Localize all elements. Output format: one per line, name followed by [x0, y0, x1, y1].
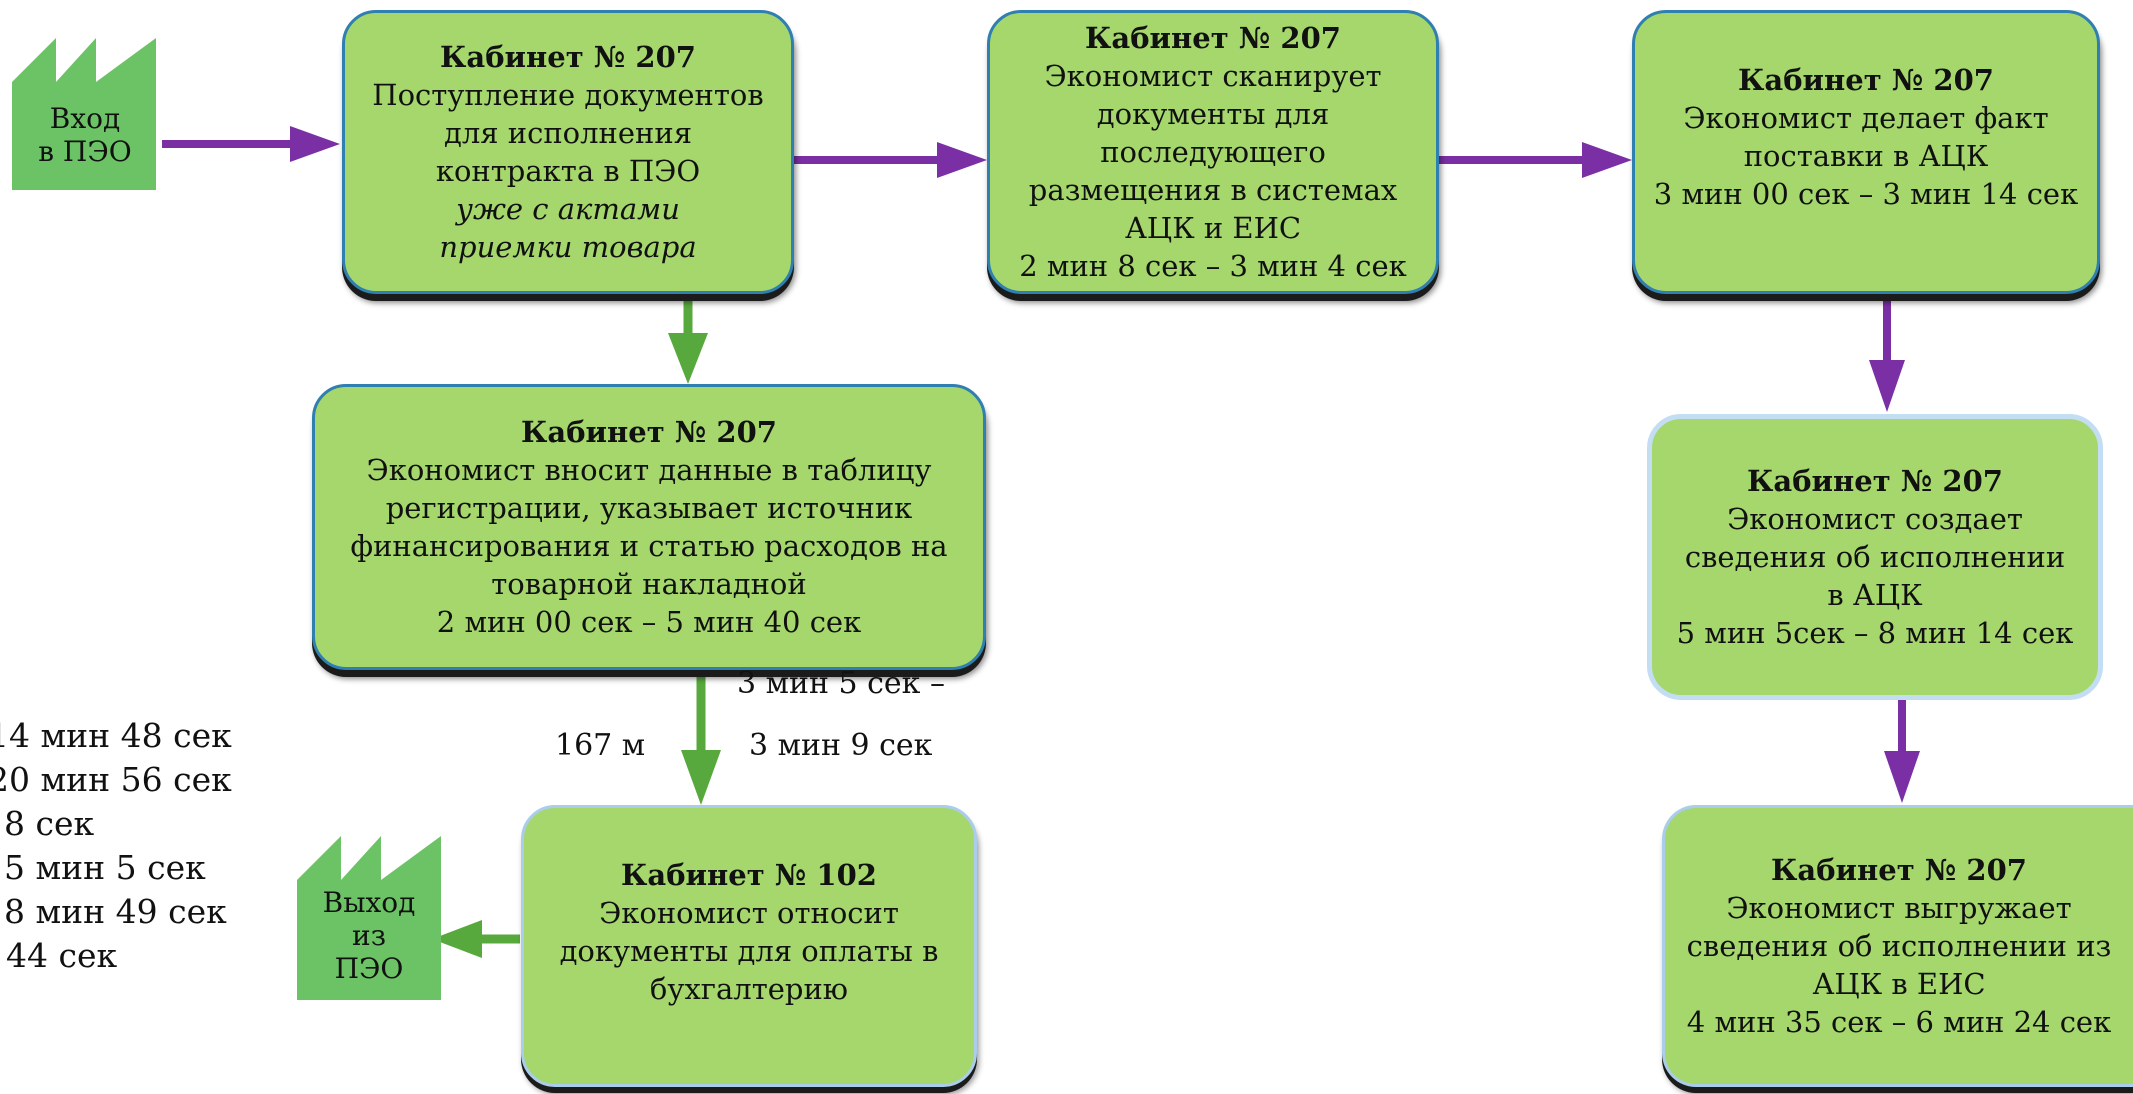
entry-label-line2: в ПЭО [38, 135, 132, 168]
receipt-line5: приемки товара [439, 230, 697, 264]
exit-label-line2: из [352, 919, 386, 952]
scan-box: Кабинет № 207 Экономист сканирует докуме… [987, 10, 1439, 294]
payment-line2: документы для оплаты в [559, 934, 939, 968]
create-info-title: Кабинет № 207 [1747, 464, 2003, 498]
left-times-list: 14 мин 48 сек 20 мин 56 сек 8 сек 5 мин … [0, 714, 244, 978]
entry-label-line1: Вход [49, 102, 121, 135]
receipt-line3: контракта в ПЭО [435, 154, 701, 188]
payment-line3: бухгалтерию [649, 972, 849, 1006]
exit-label: Выход из ПЭО [297, 886, 441, 985]
arrow-register-to-payment [681, 672, 721, 805]
register-box: Кабинет № 207 Экономист вносит данные в … [312, 384, 986, 670]
delivery-title: Кабинет № 207 [1738, 63, 1994, 97]
left-time-item: 8 мин 49 сек [4, 892, 227, 931]
left-time-item: 14 мин 48 сек [0, 716, 232, 755]
payment-box: Кабинет № 102 Экономист относит документ… [521, 805, 977, 1087]
left-time-item: 8 сек [4, 804, 95, 843]
left-time-item: 20 мин 56 сек [0, 760, 232, 799]
transfer-time-line2: 3 мин 9 сек [749, 728, 933, 763]
arrow-receipt-to-scan [793, 142, 987, 178]
scan-title: Кабинет № 207 [1085, 21, 1341, 55]
register-line3: финансирования и статью расходов на [350, 529, 948, 563]
scan-line3: последующего [1100, 135, 1326, 169]
scan-line1: Экономист сканирует [1044, 59, 1382, 93]
transfer-time-line1: 3 мин 5 сек – [737, 666, 945, 701]
exit-label-line3: ПЭО [334, 952, 404, 985]
export-line2: сведения об исполнении из [1686, 929, 2112, 963]
register-line2: регистрации, указывает источник [385, 491, 913, 525]
scan-line4: размещения в системах [1028, 173, 1398, 207]
delivery-line2: поставки в АЦК [1743, 139, 1989, 173]
receipt-line4: уже с актами [456, 192, 680, 226]
delivery-box: Кабинет № 207 Экономист делает факт пост… [1632, 10, 2100, 294]
register-line4: товарной накладной [491, 567, 807, 601]
arrow-receipt-to-register [668, 296, 708, 384]
arrow-payment-to-exit [432, 920, 520, 958]
export-line1: Экономист выгружает [1726, 891, 2072, 925]
arrow-delivery-to-create-info [1869, 296, 1905, 412]
register-title: Кабинет № 207 [521, 415, 777, 449]
left-time-item: 44 сек [6, 936, 118, 975]
scan-time: 2 мин 8 сек – 3 мин 4 сек [1019, 249, 1407, 283]
delivery-line1: Экономист делает факт [1683, 101, 2049, 135]
transfer-distance: 167 м [555, 728, 646, 763]
create-info-box: Кабинет № 207 Экономист создает сведения… [1647, 414, 2103, 700]
receipt-line1: Поступление документов [372, 78, 764, 112]
exit-label-line1: Выход [322, 886, 416, 919]
export-box: Кабинет № 207 Экономист выгружает сведен… [1662, 805, 2133, 1087]
delivery-time: 3 мин 00 сек – 3 мин 14 сек [1653, 177, 2079, 211]
scan-line2: документы для [1096, 97, 1330, 131]
create-info-line1: Экономист создает [1727, 502, 2023, 536]
create-info-line3: в АЦК [1827, 578, 1923, 612]
export-line3: АЦК в ЕИС [1812, 967, 1986, 1001]
receipt-title: Кабинет № 207 [440, 40, 696, 74]
receipt-box: Кабинет № 207 Поступление документов для… [342, 10, 794, 294]
create-info-time: 5 мин 5сек – 8 мин 14 сек [1676, 616, 2074, 650]
entry-label: Вход в ПЭО [12, 102, 158, 168]
export-time: 4 мин 35 сек – 6 мин 24 сек [1686, 1005, 2112, 1039]
exit-factory-icon [297, 836, 441, 1000]
register-line1: Экономист вносит данные в таблицу [366, 453, 932, 487]
scan-line5: АЦК и ЕИС [1124, 211, 1302, 245]
arrow-scan-to-delivery [1438, 142, 1632, 178]
entry-factory-icon [12, 38, 156, 190]
arrow-create-info-to-export [1884, 700, 1920, 803]
left-time-item: 5 мин 5 сек [4, 848, 206, 887]
payment-line1: Экономист относит [599, 896, 899, 930]
create-info-line2: сведения об исполнении [1684, 540, 2066, 574]
export-title: Кабинет № 207 [1771, 853, 2027, 887]
payment-title: Кабинет № 102 [621, 858, 877, 892]
arrow-entry-to-receipt [162, 126, 340, 162]
register-time: 2 мин 00 сек – 5 мин 40 сек [436, 605, 862, 639]
receipt-line2: для исполнения [443, 116, 692, 150]
